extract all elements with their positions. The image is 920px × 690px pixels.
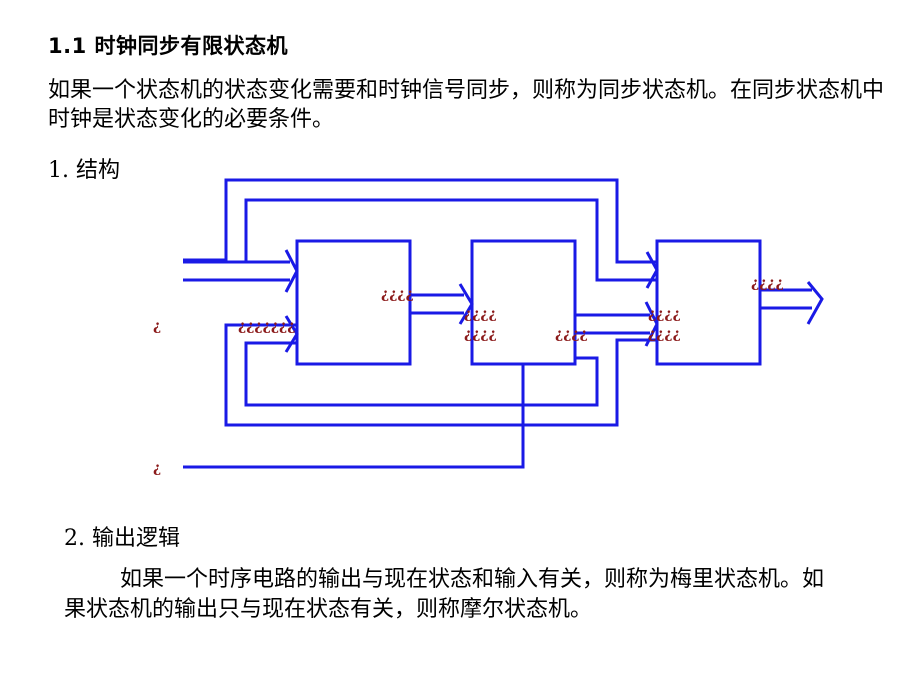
output-logic-block	[655, 239, 762, 366]
label-block2-in-top: ¿¿¿¿	[464, 306, 497, 322]
label-block2-in-bottom: ¿¿¿¿	[464, 326, 497, 342]
label-bus-in: ¿¿¿¿¿¿¿	[238, 318, 295, 334]
label-output: ¿¿¿¿	[751, 275, 784, 291]
input-bypass-wire	[183, 178, 657, 264]
intro-paragraph: 如果一个状态机的状态变化需要和时钟信号同步，则称为同步状态机。在同步状态机中时钟…	[48, 78, 885, 132]
label-block2-out: ¿¿¿¿	[555, 326, 588, 342]
output-logic-heading: 2. 输出逻辑	[64, 526, 180, 551]
feedback-outer-wire	[224, 323, 657, 427]
section-heading: 1.1 时钟同步有限状态机	[48, 34, 289, 58]
diagram-wires	[183, 178, 824, 469]
structure-heading: 1. 结构	[48, 158, 120, 183]
label-block3-in-top: ¿¿¿¿	[648, 306, 681, 322]
feedback-inner-wire	[244, 341, 599, 407]
output-logic-paragraph: 如果一个时序电路的输出与现在状态和输入有关，则称为梅里状态机。如果状态机的输出只…	[64, 567, 825, 622]
label-input: ¿	[153, 318, 161, 334]
label-block3-in-bottom: ¿¿¿¿	[648, 326, 681, 342]
label-clock: ¿	[153, 460, 161, 476]
state-to-output-wire	[244, 198, 657, 282]
clock-wire	[183, 364, 525, 469]
next-state-logic-block	[295, 239, 412, 366]
label-block1-out: ¿¿¿¿	[381, 286, 414, 302]
state-register-block	[470, 239, 577, 366]
